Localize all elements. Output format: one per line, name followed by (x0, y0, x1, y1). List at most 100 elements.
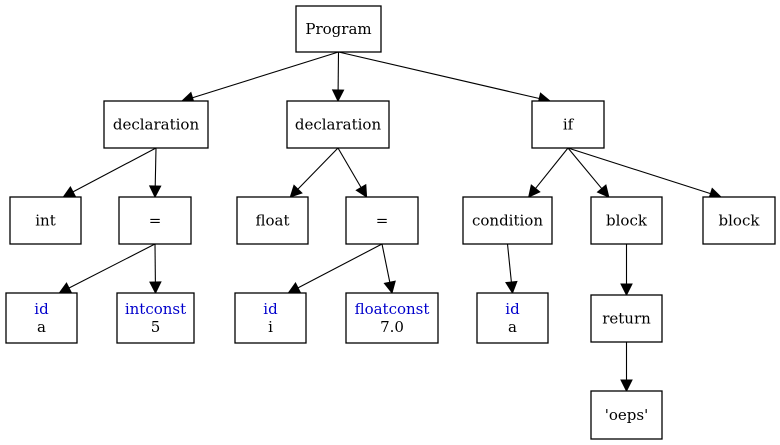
node-box (702, 196, 776, 245)
edge-line (338, 51, 540, 100)
edge-if-to-block2 (567, 147, 723, 200)
node-label: = (149, 212, 162, 230)
node-box (531, 100, 605, 149)
edge-block1-to-return (620, 244, 633, 297)
node-type-label: floatconst (355, 300, 430, 318)
node-if: if (531, 100, 605, 149)
edge-line (337, 147, 362, 188)
node-assign1: = (118, 196, 192, 245)
node-box (236, 196, 309, 245)
node-block1: block (590, 196, 663, 245)
node-condition: condition (462, 196, 553, 245)
node-type-label: id (505, 300, 520, 318)
node-type-label: intconst (125, 300, 186, 318)
edge-assign1-to-id_a1 (58, 243, 156, 294)
node-box (590, 196, 663, 245)
node-int: int (9, 196, 82, 245)
arrowhead-icon (331, 89, 345, 103)
edge-line (506, 243, 512, 283)
edge-return-to-oeps (620, 342, 633, 393)
node-box (234, 292, 307, 344)
node-oeps: 'oeps' (590, 390, 663, 440)
edge-line (297, 147, 339, 190)
arrowhead-icon (527, 184, 541, 198)
nodes-layer: Program declaration declaration if int = float… (5, 5, 776, 440)
node-return: return (590, 294, 663, 343)
node-box (118, 196, 192, 245)
node-label: return (602, 310, 651, 328)
edge-declaration2-to-float (289, 147, 339, 198)
edge-line (154, 147, 157, 187)
node-id_a1: ida (5, 292, 78, 344)
edge-declaration1-to-int (62, 147, 157, 198)
edge-line (567, 147, 711, 195)
node-label: i (268, 318, 273, 336)
node-label: Program (305, 20, 371, 38)
node-box (476, 292, 549, 344)
node-label: 7.0 (380, 318, 404, 336)
arrowhead-icon (620, 379, 633, 393)
arrowhead-icon (149, 281, 162, 295)
node-label: 5 (151, 318, 161, 336)
node-declaration1: declaration (103, 100, 209, 149)
node-label: int (35, 212, 56, 230)
node-box (345, 292, 439, 344)
node-block2: block (702, 196, 776, 245)
arrowhead-icon (148, 185, 162, 199)
edge-line (192, 51, 339, 99)
arrowhead-icon (289, 184, 303, 198)
edge-program-to-declaration1 (180, 51, 339, 104)
edge-declaration1-to-assign1 (148, 147, 162, 199)
node-box (345, 196, 419, 245)
node-box (286, 100, 390, 149)
edge-program-to-declaration2 (331, 51, 345, 103)
edge-assign2-to-id_i (287, 243, 383, 294)
node-label: float (255, 212, 289, 230)
edge-line (297, 243, 383, 289)
node-label: a (508, 318, 517, 336)
node-float: float (236, 196, 309, 245)
node-label: block (606, 212, 648, 230)
edge-declaration2-to-assign2 (337, 147, 368, 198)
node-type-label: id (34, 300, 49, 318)
node-type-label: id (263, 300, 278, 318)
edge-line (72, 147, 157, 193)
node-box (590, 294, 663, 343)
node-label: declaration (113, 116, 200, 134)
node-assign2: = (345, 196, 419, 245)
node-box (116, 292, 195, 344)
node-program: Program (295, 5, 382, 53)
edge-condition-to-id_a2 (505, 243, 518, 295)
node-declaration2: declaration (286, 100, 390, 149)
arrowhead-icon (596, 184, 610, 198)
edge-line (535, 147, 569, 189)
edge-line (567, 147, 603, 189)
node-label: a (37, 318, 46, 336)
node-label: = (376, 212, 389, 230)
node-id_i: idi (234, 292, 307, 344)
node-box (5, 292, 78, 344)
edge-line (381, 243, 391, 283)
edge-assign1-to-intconst (149, 243, 162, 295)
node-box (9, 196, 82, 245)
arrowhead-icon (383, 280, 396, 295)
edge-if-to-condition (527, 147, 569, 198)
edge-line (68, 243, 156, 289)
node-box (462, 196, 553, 245)
node-box (590, 390, 663, 440)
node-box (295, 5, 382, 53)
arrowhead-icon (505, 280, 518, 295)
edge-assign2-to-floatconst (381, 243, 396, 295)
edge-program-to-if (338, 51, 552, 105)
node-id_a2: ida (476, 292, 549, 344)
node-label: 'oeps' (605, 406, 648, 424)
node-label: if (563, 116, 575, 134)
edge-if-to-block1 (567, 147, 610, 198)
node-box (103, 100, 209, 149)
node-label: condition (472, 212, 543, 230)
arrowhead-icon (355, 183, 368, 198)
node-label: declaration (295, 116, 382, 134)
